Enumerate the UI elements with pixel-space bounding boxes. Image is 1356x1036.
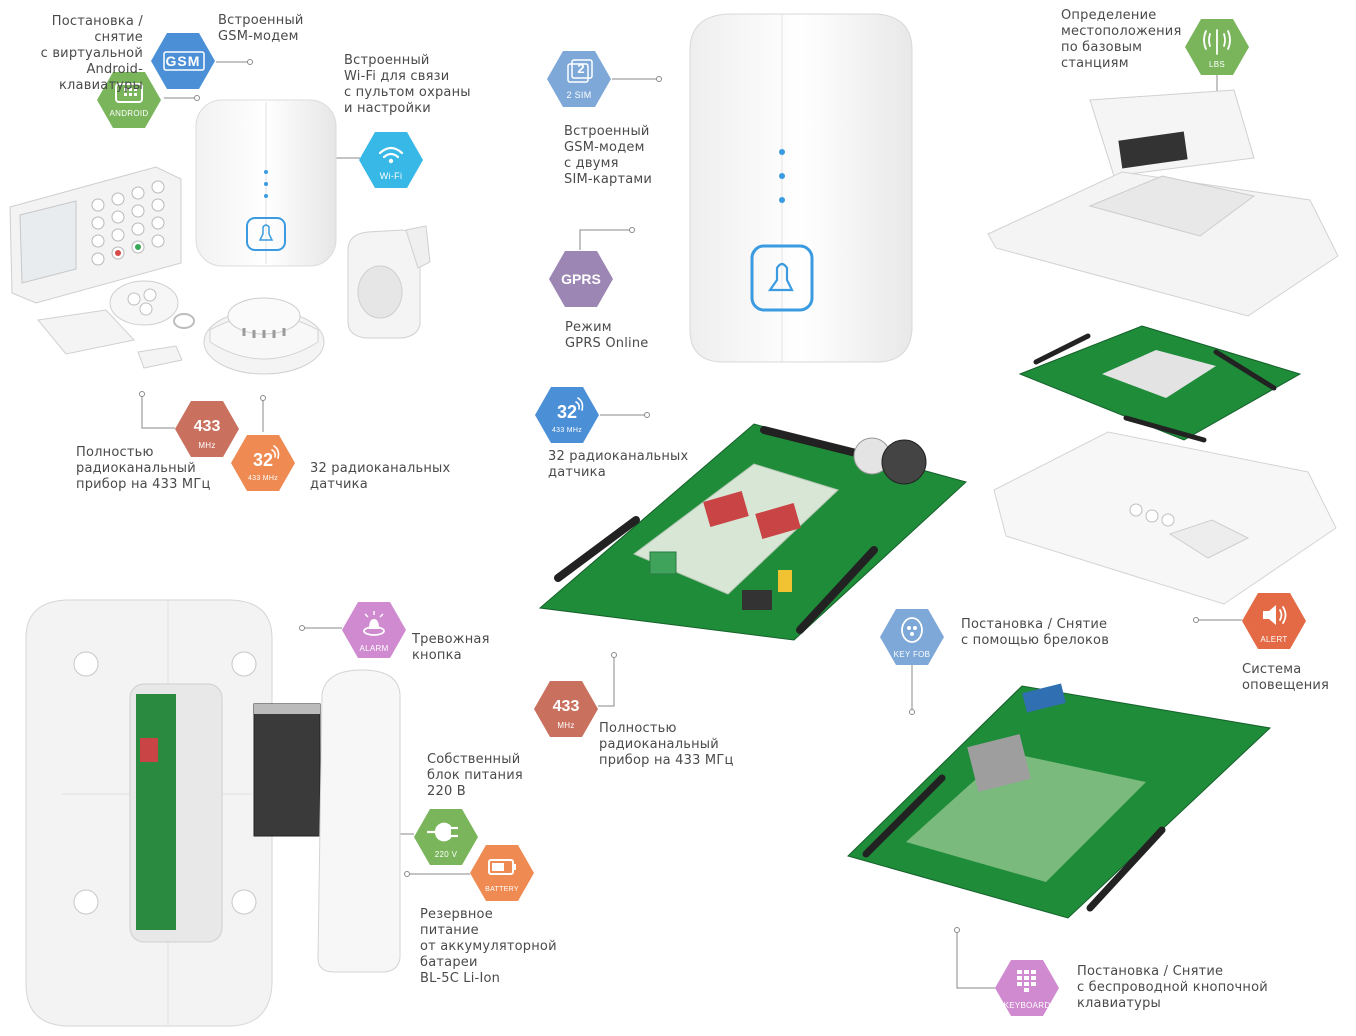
- label-sensors-32-mid: 32 радиоканальных датчика: [548, 449, 689, 480]
- controller-large-image: [689, 13, 913, 363]
- frequency-433-badge-mid: 433 MHz: [533, 676, 599, 742]
- label-lbs: Определение местоположения по базовым ст…: [1061, 8, 1182, 71]
- android-badge: ANDROID: [96, 67, 162, 133]
- sim-cards-icon: [567, 59, 593, 83]
- keyboard-badge: KEYBOARD: [994, 955, 1060, 1021]
- badge-number: 433: [552, 698, 580, 715]
- wifi-badge-left: Wi-Fi: [358, 127, 424, 193]
- signal-icon: [575, 397, 584, 411]
- signal-icon: [271, 445, 280, 459]
- gsm-logo-icon: [163, 51, 205, 71]
- label-battery: Резервное питание от аккумуляторной бата…: [420, 907, 557, 986]
- alarm-button-icon: [363, 611, 385, 636]
- battery-icon: [488, 859, 516, 875]
- alarm-badge: ALARM: [341, 597, 407, 663]
- battery-cover-image: [317, 669, 401, 973]
- badge-shape: [880, 609, 944, 665]
- controller-front-image: [195, 99, 337, 267]
- keyfob-badge: KEY FOB: [879, 604, 945, 670]
- alert-badge: ALERT: [1241, 588, 1307, 654]
- cell-tower-icon: [1203, 29, 1231, 55]
- door-contacts-image: [37, 309, 183, 369]
- badge-caption: ALARM: [359, 644, 389, 653]
- label-keyboard: Постановка / Снятие с беспроводной кнопо…: [1077, 964, 1268, 1011]
- label-gsm-2sim: Встроенный GSM-модем с двумя SIM-картами: [564, 124, 653, 187]
- controller-back-image: [25, 599, 273, 1027]
- wifi-icon: [378, 146, 404, 164]
- android-badge-shape: [97, 72, 161, 128]
- gsm-badge: GSM: [150, 28, 216, 94]
- badge-text: GPRS: [561, 271, 601, 287]
- badge-caption: ALERT: [1260, 635, 1288, 644]
- gsm-badge-text: GSM: [165, 53, 201, 69]
- badge-shape: [534, 681, 598, 737]
- badge-shape: [535, 387, 599, 443]
- power-220v-badge: 220 V: [413, 804, 479, 870]
- label-alert: Система оповещения: [1242, 662, 1330, 693]
- plug-icon: [427, 822, 458, 842]
- lbs-badge: LBS: [1184, 14, 1250, 80]
- label-sensors-32-left: 32 радиоканальных датчика: [310, 461, 451, 492]
- exploded-housing-top-image: [987, 89, 1339, 317]
- badge-caption: MHz: [198, 441, 216, 450]
- keypad-icon: [1017, 970, 1036, 992]
- badge-number: 32: [252, 450, 274, 470]
- label-android-keypad: Постановка /снятие с виртуальной Android…: [40, 14, 143, 93]
- label-radio-433-mid: Полностью радиоканальный прибор на 433 М…: [599, 721, 734, 768]
- label-gprs-mode: Режим GPRS Online: [565, 320, 649, 351]
- wifi-badge-caption: Wi-Fi: [379, 171, 403, 181]
- badge-caption: BATTERY: [485, 886, 519, 893]
- badge-shape: [231, 435, 295, 491]
- battery-badge: BATTERY: [469, 840, 535, 906]
- badge-caption: 220 V: [434, 850, 458, 859]
- badge-shape: [549, 251, 613, 307]
- badge-caption: MHz: [557, 721, 575, 730]
- badge-number: 32: [556, 402, 578, 422]
- badge-caption: KEY FOB: [893, 650, 931, 659]
- speaker-icon: [1263, 605, 1287, 625]
- label-radio-433-left: Полностью радиоканальный прибор на 433 М…: [76, 445, 211, 492]
- badge-shape: [342, 602, 406, 658]
- badge-number: 2: [577, 61, 585, 76]
- pcb-small-image: [1018, 325, 1302, 443]
- smartphone-keypad-icon: [115, 83, 143, 103]
- sensors-32-badge-left: 32 433 MHz: [230, 430, 296, 496]
- pcb-board-image: [538, 423, 968, 641]
- smoke-detector-image: [203, 297, 325, 375]
- pcb-board-bottom-image: [847, 683, 1272, 919]
- exploded-housing-bottom-image: [993, 431, 1337, 605]
- key-fob-image: [109, 280, 195, 329]
- label-power: Собственный блок питания 220 В: [427, 752, 523, 799]
- motion-sensor-image: [347, 225, 431, 339]
- badge-shape: [175, 401, 239, 457]
- badge-caption: LBS: [1208, 60, 1226, 69]
- badge-caption: KEYBOARD: [1003, 1001, 1051, 1010]
- badge-caption: 2 SIM: [566, 90, 592, 100]
- key-fob-icon: [901, 617, 923, 643]
- battery-image: [253, 703, 321, 837]
- label-wifi: Встроенный Wi-Fi для связи с пультом охр…: [344, 53, 471, 116]
- gsm-badge-shape: [151, 33, 215, 89]
- keypad-image: [9, 166, 182, 304]
- gprs-badge: GPRS: [548, 246, 614, 312]
- label-gsm-builtin: Встроенный GSM-модем: [218, 13, 304, 44]
- label-alarm: Тревожная кнопка: [412, 632, 490, 663]
- label-keyfob: Постановка / Снятие с помощью брелоков: [961, 617, 1110, 648]
- sensors-32-badge-mid: 32 433 MHz: [534, 382, 600, 448]
- badge-caption: 433 MHz: [551, 427, 583, 434]
- badge-number: 433: [193, 418, 221, 435]
- badge-caption: 433 MHz: [247, 475, 279, 482]
- frequency-433-badge-left: 433 MHz: [174, 396, 240, 462]
- sim2-badge: 2 2 SIM: [546, 46, 612, 112]
- badge-shape: [547, 51, 611, 107]
- android-badge-caption: ANDROID: [109, 109, 149, 118]
